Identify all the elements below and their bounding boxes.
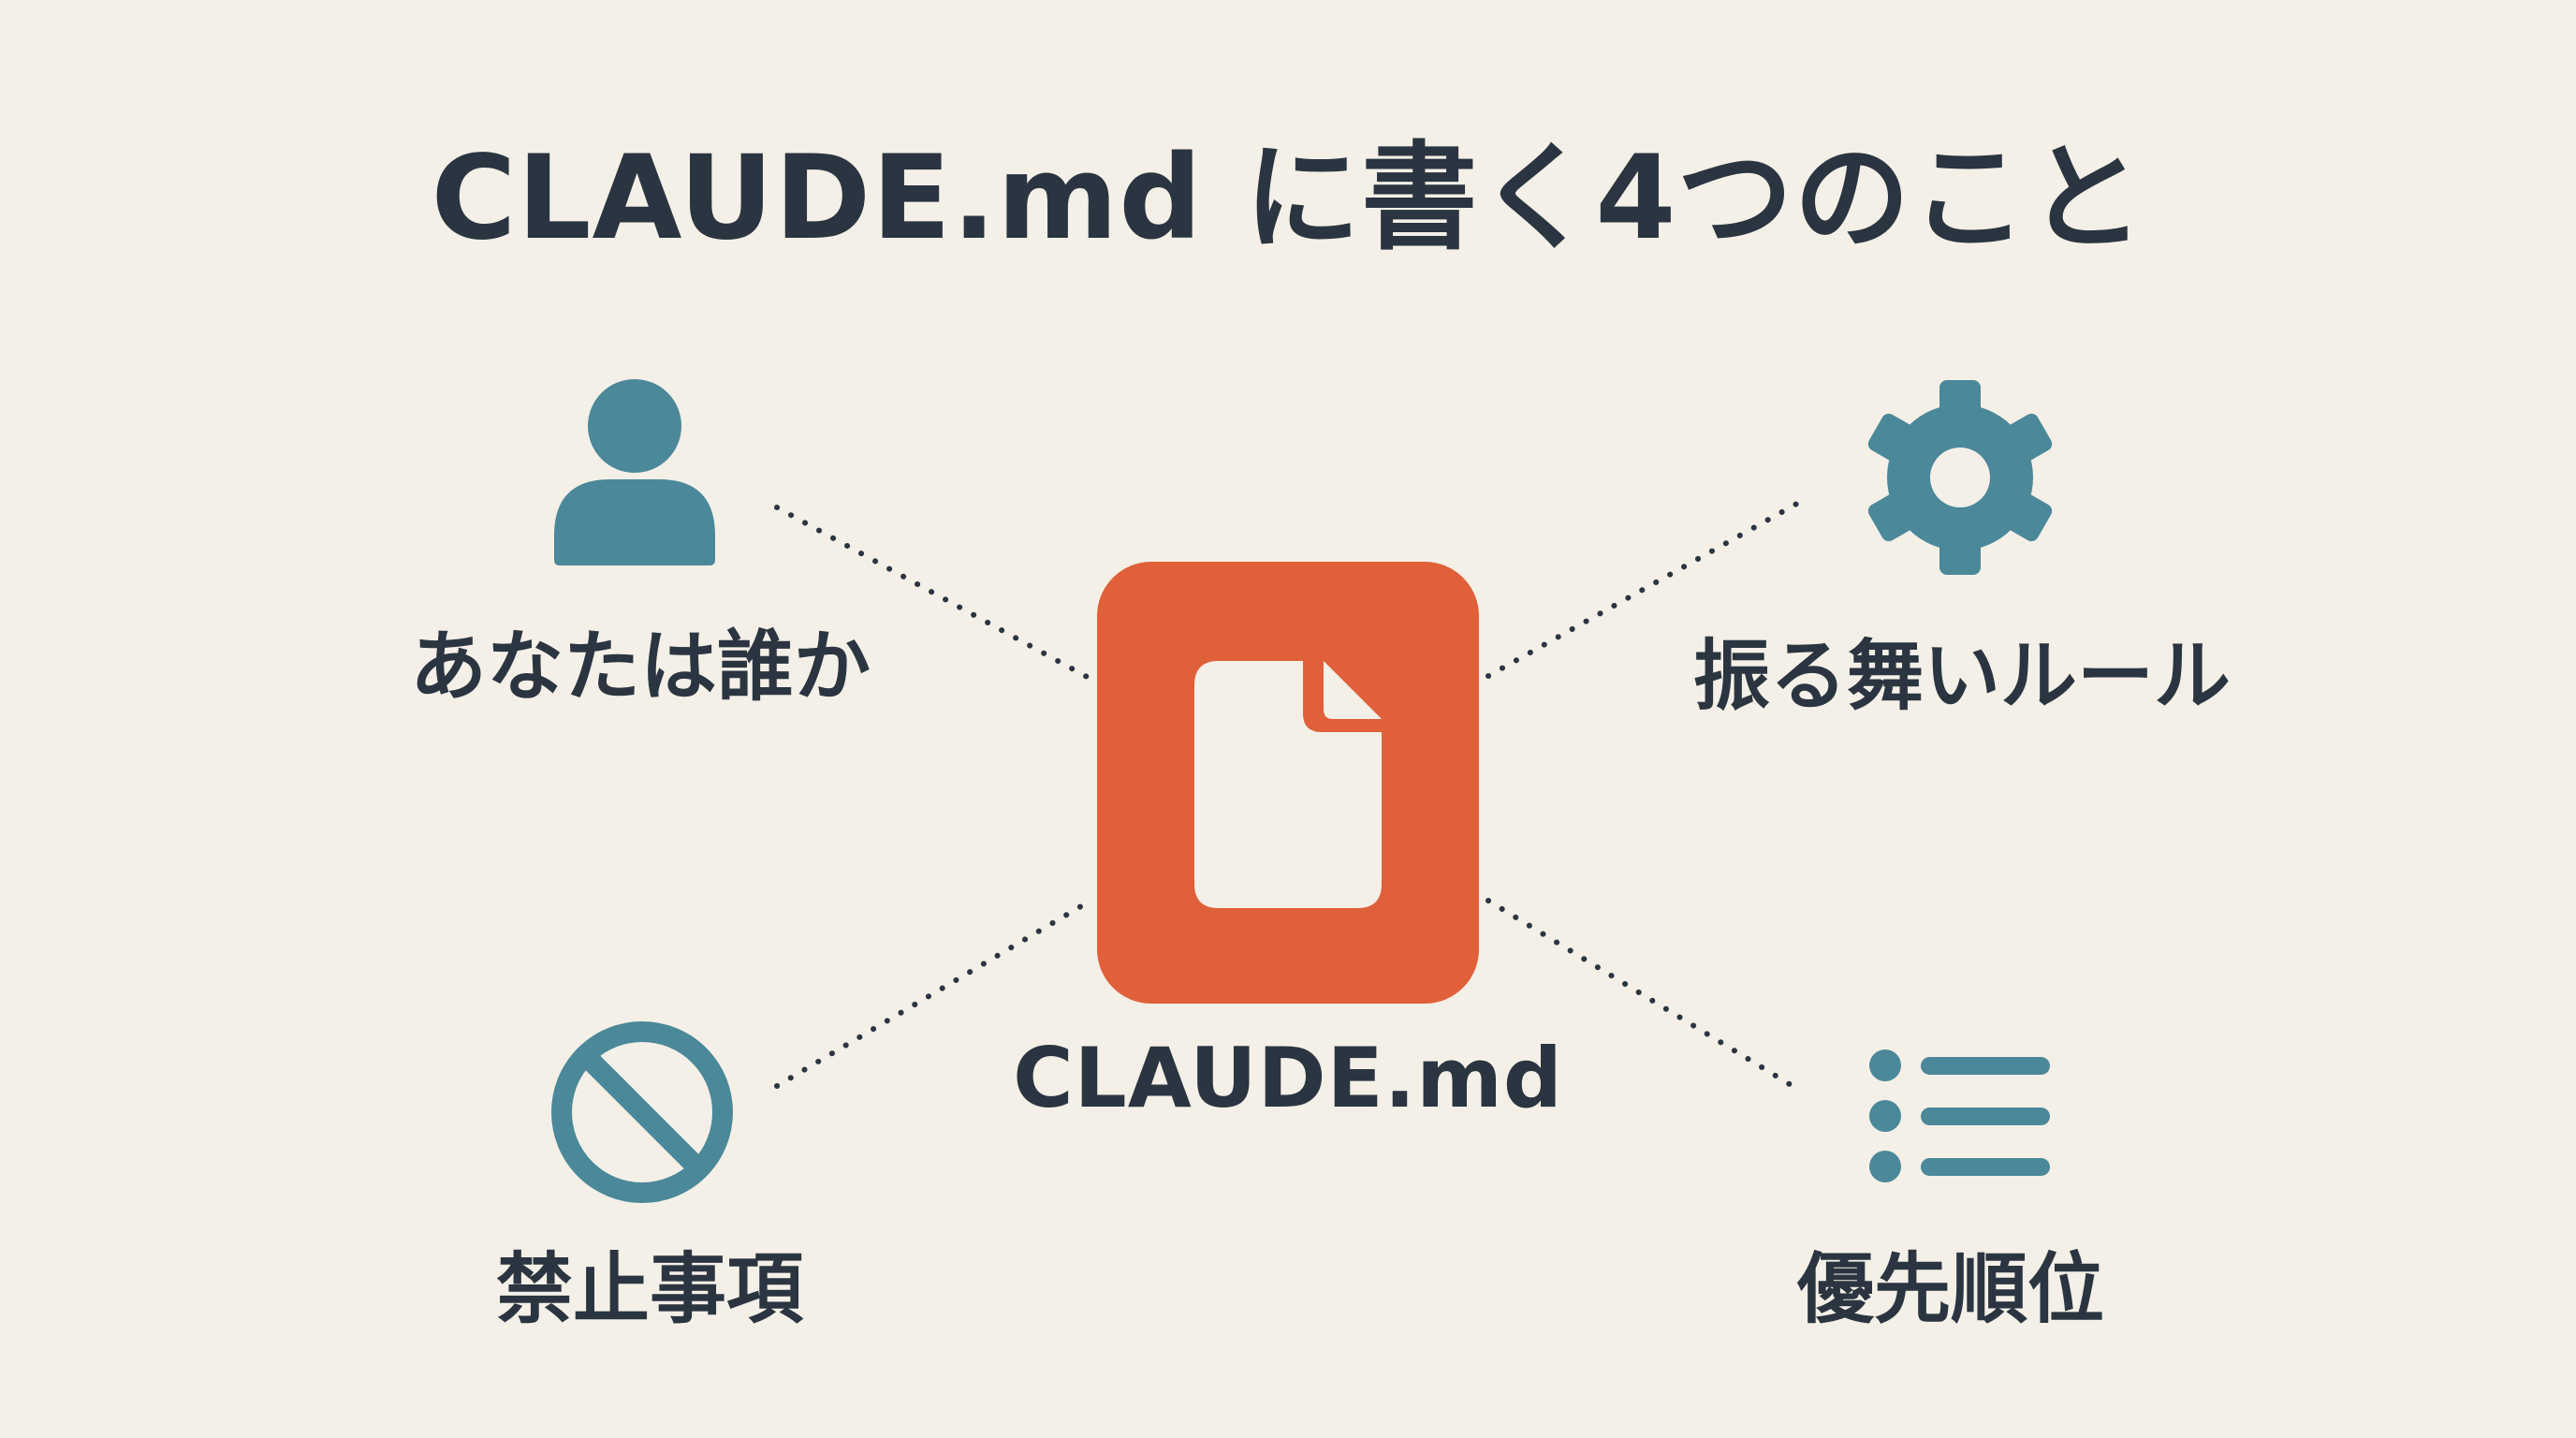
item-label-behavior-rules: 振る舞いルール <box>1692 632 2232 721</box>
item-label-identity: あなたは誰か <box>409 623 871 712</box>
center-label: CLAUDE.md <box>1013 1030 1563 1126</box>
document-tile <box>1097 562 1479 1004</box>
item-label-priorities: 優先順位 <box>1796 1245 2105 1334</box>
prohibited-icon <box>551 1021 733 1203</box>
list-icon <box>1869 1049 2050 1182</box>
item-label-prohibitions: 禁止事項 <box>495 1245 804 1334</box>
connector-bottom-right <box>1486 898 1795 1089</box>
person-icon <box>554 379 715 565</box>
page-title: CLAUDE.md に書く4つのこと <box>431 131 2145 266</box>
document-icon <box>1194 661 1382 908</box>
gear-icon <box>1867 380 2053 575</box>
connector-top-left <box>774 505 1093 682</box>
